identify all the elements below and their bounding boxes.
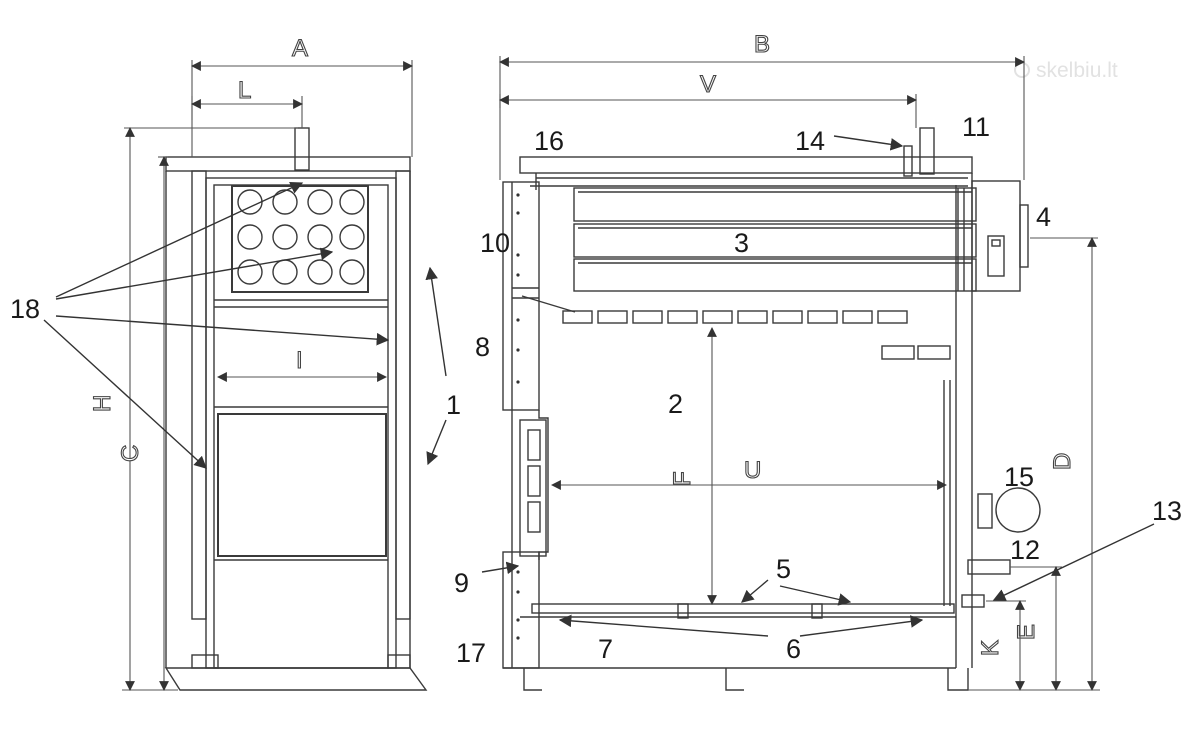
callout-6: 6 xyxy=(786,634,801,664)
callout-15: 15 xyxy=(1004,462,1034,492)
side-drain-pipe xyxy=(961,594,985,608)
dim-label-u: U xyxy=(744,457,761,484)
callout-18: 18 xyxy=(10,294,40,324)
side-top-cover xyxy=(519,156,973,174)
callout-8: 8 xyxy=(475,332,490,362)
dim-label-c: C xyxy=(117,445,144,462)
front-dimensions: A L H C I xyxy=(88,34,413,691)
front-right-wall xyxy=(395,170,411,620)
side-door-bolts xyxy=(516,193,520,640)
front-door-panel xyxy=(217,413,387,557)
dim-label-v: V xyxy=(700,71,716,98)
front-callouts: 18 1 xyxy=(10,182,461,469)
side-ash-door xyxy=(502,551,540,669)
watermark-text: skelbiu.lt xyxy=(1036,59,1118,82)
dim-label-b: B xyxy=(754,31,770,58)
front-base xyxy=(164,667,428,691)
callout-9: 9 xyxy=(454,568,469,598)
callout-14: 14 xyxy=(795,126,825,156)
side-return-pipe xyxy=(967,559,1011,575)
callout-10: 10 xyxy=(480,228,510,258)
side-dimensions: B V F U D E K xyxy=(499,30,1100,691)
side-tube-bank xyxy=(573,187,977,292)
dim-label-f: F xyxy=(669,471,696,486)
side-view xyxy=(502,127,1041,691)
dim-label-h: H xyxy=(89,395,116,412)
callout-2: 2 xyxy=(668,389,683,419)
callout-12: 12 xyxy=(1010,535,1040,565)
side-fan-mount xyxy=(977,493,993,529)
front-flue-stub xyxy=(294,127,310,171)
side-callouts: 16 14 11 4 10 3 8 2 15 13 12 9 5 7 17 6 xyxy=(454,112,1182,668)
front-view xyxy=(164,127,428,691)
dim-label-a: A xyxy=(292,35,308,62)
callout-3: 3 xyxy=(734,228,749,258)
callout-4: 4 xyxy=(1036,202,1051,232)
dim-label-i: I xyxy=(296,347,303,374)
callout-7: 7 xyxy=(598,634,613,664)
front-left-wall xyxy=(191,170,207,620)
callout-13: 13 xyxy=(1152,496,1182,526)
dim-label-l: L xyxy=(238,77,251,104)
side-fan xyxy=(995,487,1041,533)
dim-label-e: E xyxy=(1013,624,1040,640)
watermark: skelbiu.lt xyxy=(1014,59,1118,82)
callout-16: 16 xyxy=(534,126,564,156)
callout-11: 11 xyxy=(962,112,990,142)
callout-1: 1 xyxy=(446,390,461,420)
side-sensor-pipe xyxy=(903,145,913,177)
front-tube-bank xyxy=(231,185,369,293)
side-grate xyxy=(531,603,955,614)
side-flue-outlet xyxy=(919,127,935,175)
dim-label-k: K xyxy=(977,640,1004,656)
side-baffle-slots xyxy=(562,310,951,360)
front-top-cap xyxy=(165,156,411,172)
side-front-top-door xyxy=(502,181,540,411)
dim-label-d: D xyxy=(1049,453,1076,470)
callout-5: 5 xyxy=(776,554,791,584)
side-loading-door xyxy=(519,419,547,557)
callout-17: 17 xyxy=(456,638,486,668)
